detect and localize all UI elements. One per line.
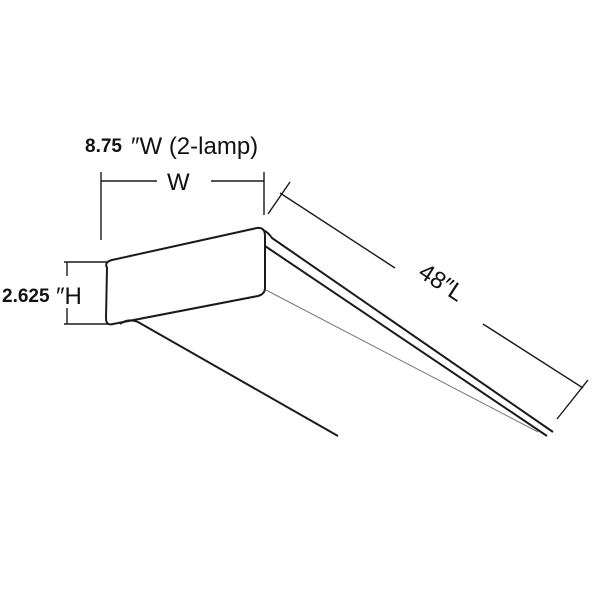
- width-symbol-label: W: [167, 169, 190, 196]
- length-label: 48″L: [414, 258, 469, 307]
- width-dimension-line: [100, 172, 265, 240]
- width-suffix-label: ″W (2-lamp): [131, 133, 258, 160]
- light-fixture-body: [104, 226, 554, 437]
- length-dimension-line: [267, 181, 589, 420]
- height-dimension-line: [64, 261, 108, 325]
- height-suffix-label: ″H: [56, 283, 82, 310]
- width-value-label: 8.75: [85, 136, 122, 157]
- height-value-label: 2.625: [2, 286, 50, 307]
